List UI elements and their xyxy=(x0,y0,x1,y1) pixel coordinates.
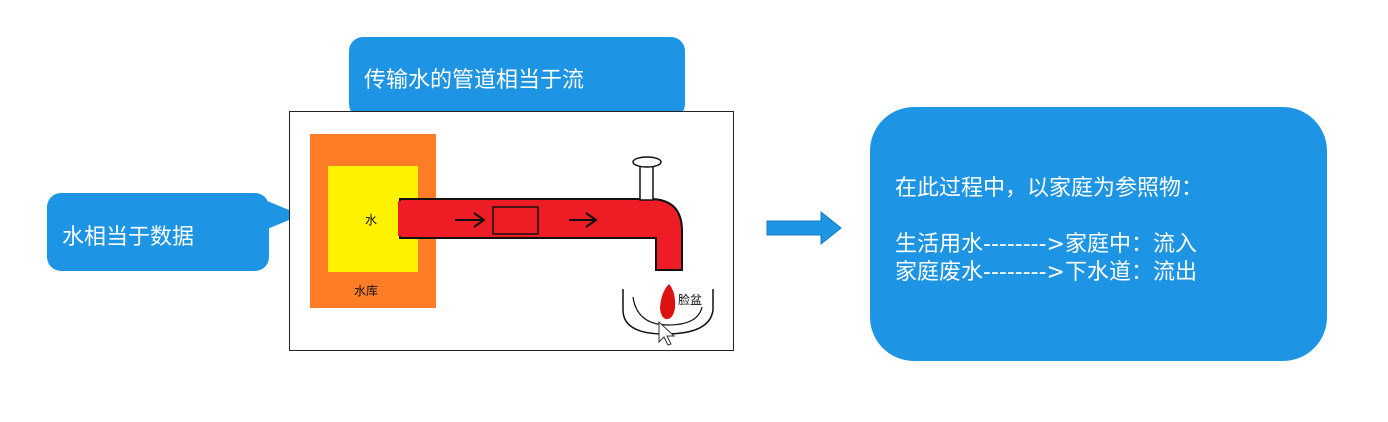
summary-callout: 在此过程中，以家庭为参照物： 生活用水-------->家庭中：流入 家庭废水-… xyxy=(870,107,1327,361)
right-arrow-icon xyxy=(569,212,598,228)
summary-outflow: 家庭废水-------->下水道：流出 xyxy=(895,260,1197,285)
pipe-scene xyxy=(398,156,714,346)
right-arrow-icon xyxy=(455,212,486,228)
pipe xyxy=(399,198,683,271)
water-label: 水 xyxy=(365,213,378,227)
mouse-cursor-icon xyxy=(658,320,676,346)
summary-heading: 在此过程中，以家庭为参照物： xyxy=(895,176,1204,201)
basin-label: 脸盆 xyxy=(678,293,703,307)
tap-stem xyxy=(639,165,654,201)
water-callout-tail xyxy=(265,200,301,230)
pipe-callout-text: 传输水的管道相当于流 xyxy=(364,68,585,93)
tap-handle xyxy=(632,156,662,168)
summary-inflow: 生活用水-------->家庭中：流入 xyxy=(895,232,1197,257)
water-system-diagram: 水 水库 脸盆 xyxy=(289,111,734,351)
water-callout-text: 水相当于数据 xyxy=(62,225,195,250)
water-callout: 水相当于数据 xyxy=(47,193,269,271)
water-drop xyxy=(660,284,676,319)
reservoir-label: 水库 xyxy=(354,284,379,298)
right-arrow-icon xyxy=(766,210,842,246)
data-packet xyxy=(492,206,539,235)
pipe-callout: 传输水的管道相当于流 xyxy=(349,37,685,118)
